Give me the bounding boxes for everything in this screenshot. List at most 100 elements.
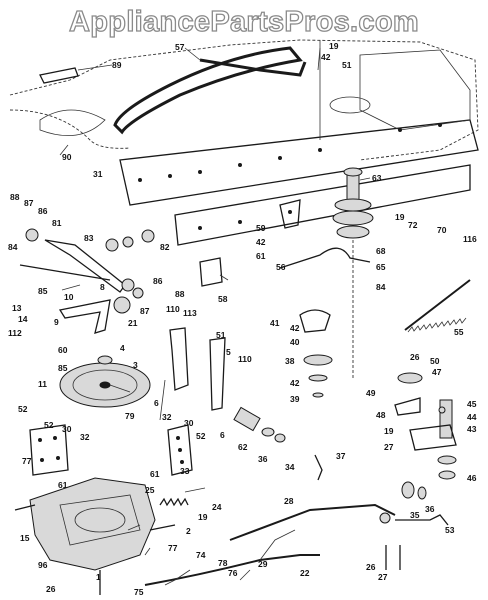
callout-56: 56 (276, 262, 286, 272)
callout-44: 44 (467, 412, 477, 422)
callout-35: 35 (410, 510, 420, 520)
transmission-pulley (59, 355, 151, 408)
brake-bracket (169, 327, 189, 391)
callout-61: 61 (58, 480, 68, 490)
callout-19: 19 (329, 41, 339, 51)
callout-60: 60 (58, 345, 68, 355)
callout-14: 14 (18, 314, 28, 324)
callout-15: 15 (20, 533, 30, 543)
callout-86: 86 (38, 206, 48, 216)
callout-85: 85 (58, 363, 68, 373)
callout-90: 90 (62, 152, 72, 162)
callout-43: 43 (467, 424, 477, 434)
drive-belt-loop (199, 58, 307, 77)
callout-48: 48 (376, 410, 386, 420)
callout-81: 81 (52, 218, 62, 228)
callout-87: 87 (140, 306, 150, 316)
callout-87: 87 (24, 198, 34, 208)
idler-arm (279, 199, 301, 229)
callout-88: 88 (175, 289, 185, 299)
callout-61: 61 (256, 251, 266, 261)
callout-2: 2 (186, 526, 191, 536)
callout-52: 52 (196, 431, 206, 441)
callout-113: 113 (183, 308, 197, 318)
spring (404, 279, 471, 333)
callout-19: 19 (198, 512, 208, 522)
callout-51: 51 (216, 330, 226, 340)
callout-4: 4 (120, 343, 125, 353)
callout-8: 8 (100, 282, 105, 292)
callout-46: 46 (467, 473, 477, 483)
callout-32: 32 (162, 412, 172, 422)
shift-rods (144, 503, 449, 586)
callout-13: 13 (12, 303, 22, 313)
leader-lines (59, 47, 371, 586)
bracket-37 (314, 454, 323, 481)
callout-29: 29 (258, 559, 268, 569)
clutch-spring (159, 497, 189, 507)
callout-31: 31 (93, 169, 103, 179)
callout-19: 19 (384, 426, 394, 436)
callout-30: 30 (62, 424, 72, 434)
callout-76: 76 (228, 568, 238, 578)
brake-assembly (394, 372, 457, 480)
callout-26: 26 (410, 352, 420, 362)
callout-45: 45 (467, 399, 477, 409)
callout-82: 82 (160, 242, 170, 252)
callout-27: 27 (378, 572, 388, 582)
watermark-logo: AppliancePartsPros.com (68, 5, 419, 38)
callout-1: 1 (96, 572, 101, 582)
center-washers (299, 309, 333, 398)
callout-19: 19 (395, 212, 405, 222)
axle-hub (233, 406, 286, 443)
callout-42: 42 (290, 378, 300, 388)
callout-65: 65 (376, 262, 386, 272)
callout-40: 40 (290, 337, 300, 347)
callout-33: 33 (180, 466, 190, 476)
callout-37: 37 (336, 451, 346, 461)
chassis-frame (9, 39, 479, 246)
callout-52: 52 (44, 420, 54, 430)
callout-59: 59 (256, 223, 266, 233)
callout-84: 84 (376, 282, 386, 292)
callout-34: 34 (285, 462, 295, 472)
callout-38: 38 (285, 356, 295, 366)
callout-96: 96 (38, 560, 48, 570)
callout-110: 110 (238, 354, 252, 364)
engine-pulley-assembly (319, 40, 374, 380)
callout-53: 53 (445, 525, 455, 535)
callout-25: 25 (145, 485, 155, 495)
transaxle-bracket (29, 424, 69, 476)
callout-28: 28 (284, 496, 294, 506)
callout-42: 42 (290, 323, 300, 333)
callout-72: 72 (408, 220, 418, 230)
idler-parts (19, 228, 155, 334)
callout-74: 74 (196, 550, 206, 560)
callout-79: 79 (125, 411, 135, 421)
washer (401, 481, 415, 499)
bracket (39, 67, 79, 84)
callout-57: 57 (175, 42, 185, 52)
callout-78: 78 (218, 558, 228, 568)
callout-55: 55 (454, 327, 464, 337)
callout-116: 116 (463, 234, 477, 244)
callout-36: 36 (258, 454, 268, 464)
callout-89: 89 (112, 60, 122, 70)
bracket-58 (199, 257, 223, 287)
callout-labels: 57 89 19 42 51 90 31 63 19 72 70 116 88 … (8, 41, 477, 597)
callout-86: 86 (153, 276, 163, 286)
callout-110: 110 (166, 304, 180, 314)
callout-27: 27 (384, 442, 394, 452)
callout-88: 88 (10, 192, 20, 202)
callout-30: 30 (184, 418, 194, 428)
callout-21: 21 (128, 318, 138, 328)
callout-6: 6 (220, 430, 225, 440)
callout-50: 50 (430, 356, 440, 366)
callout-11: 11 (38, 379, 47, 389)
callout-83: 83 (84, 233, 94, 243)
callout-22: 22 (300, 568, 310, 578)
callout-42: 42 (256, 237, 266, 247)
callout-75: 75 (134, 587, 144, 597)
callout-9: 9 (54, 317, 59, 327)
callout-24: 24 (212, 502, 222, 512)
